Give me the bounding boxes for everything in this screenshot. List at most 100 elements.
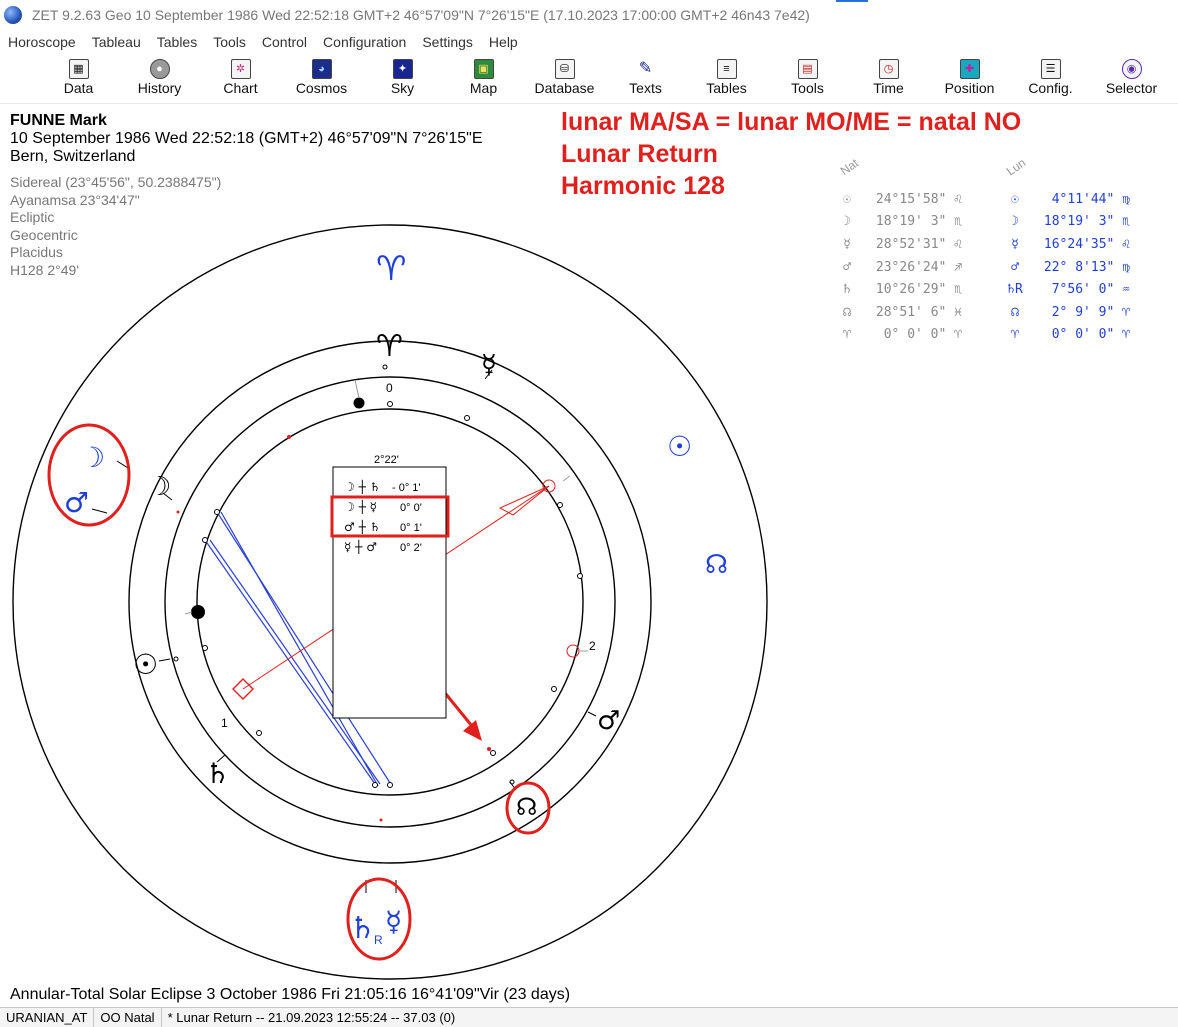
aspect-line-blue [204, 539, 376, 785]
highlight-ellipse-node [505, 781, 551, 835]
small-dot [387, 401, 393, 407]
tools-icon: ▤ [797, 59, 818, 79]
toolbar-label: Selector [1105, 80, 1158, 96]
status-chart-type[interactable]: OO Natal [94, 1008, 162, 1027]
position-row: ☉ 24°15'58" ♌ ☉ 4°11'44" ♍ [836, 188, 1136, 211]
eclipse-info: Annular-Total Solar Eclipse 3 October 19… [10, 986, 571, 1003]
nat-planet-glyph: ☉ [843, 191, 851, 207]
toolbar-selector-button[interactable]: ◉ Selector [1091, 54, 1172, 102]
menu-tables[interactable]: Tables [156, 33, 198, 50]
config-icon: ☰ [1040, 59, 1061, 79]
lun-position: 0° 0' 0" ♈ [1051, 327, 1130, 343]
horoscope-chart[interactable]: 0 1 2 ♈ ☽ ♂ ☉ ☊ ♄ R ☿ ♈ ☿ ☽ ☉ ♄ ♂ ☊ 2°22… [0, 104, 1178, 984]
inner-ring [164, 376, 616, 828]
tick [91, 508, 108, 514]
toolbar-chart-button[interactable]: ✲ Chart [200, 54, 281, 102]
nat-position: 28°51' 6" ♓ [875, 304, 962, 320]
nat-position: 28°52'31" ♌ [875, 236, 962, 252]
midpoint-row-glyphs: ♂ ┼ ♄ [344, 519, 380, 534]
toolbar-tools-button[interactable]: ▤ Tools [767, 54, 848, 102]
menu-horoscope[interactable]: Horoscope [8, 33, 76, 50]
midpoint-row-value: 0° 2' [400, 542, 422, 554]
toolbar-data-button[interactable]: ▦ Data [38, 54, 119, 102]
midpoint-highlight-box [330, 495, 450, 538]
lun-planet-glyph: ☉ [1011, 191, 1019, 207]
small-dot [372, 782, 378, 788]
midpoint-row-value: 0° 1' [400, 522, 422, 534]
outer-ring [12, 224, 768, 980]
menu-tableau[interactable]: Tableau [91, 33, 141, 50]
natal-saturn-glyph: ♄ [205, 757, 230, 790]
lun-planet-glyph: ☊ [1011, 304, 1019, 320]
menu-bar: Horoscope Tableau Tables Tools Control C… [0, 30, 1178, 53]
birth-place: Bern, Switzerland [10, 148, 136, 165]
toolbar-history-button[interactable]: ● History [119, 54, 200, 102]
lun-planet-glyph: ♈ [1011, 327, 1019, 343]
menu-control[interactable]: Control [261, 33, 308, 50]
toolbar-map-button[interactable]: ▣ Map [443, 54, 524, 102]
toolbar-time-button[interactable]: ◷ Time [848, 54, 929, 102]
axis-marker-red [542, 479, 556, 493]
toolbar-label: Tables [706, 80, 747, 96]
toolbar-texts-button[interactable]: ✎ Texts [605, 54, 686, 102]
menu-configuration[interactable]: Configuration [323, 33, 407, 50]
small-dot [256, 730, 262, 736]
lunar-mars-glyph: ♂ [64, 486, 89, 519]
menu-settings[interactable]: Settings [422, 33, 473, 50]
status-lunar-return[interactable]: * Lunar Return -- 21.09.2023 12:55:24 --… [167, 1010, 456, 1025]
natal-mercury-glyph: ☿ [481, 350, 497, 380]
toolbar-cosmos-button[interactable]: ◕ Cosmos [281, 54, 362, 102]
person-name: FUNNE Mark [10, 112, 107, 129]
small-dot [382, 364, 388, 370]
midpoint-row-glyphs: ☽ ┼ ☿ [344, 499, 377, 514]
database-icon: ⛁ [554, 59, 575, 79]
tick [116, 460, 129, 469]
midpoint-row-glyphs: ☿ ┼ ♂ [344, 539, 377, 554]
highlight-ellipse-left [47, 423, 131, 527]
toolbar-label: Map [469, 80, 498, 96]
toolbar-database-button[interactable]: ⛁ Database [524, 54, 605, 102]
selector-icon: ◉ [1121, 59, 1142, 79]
red-dot [379, 818, 383, 822]
small-dot [202, 537, 208, 543]
aspect-line-blue [209, 539, 381, 785]
chart-meta: Sidereal (23°45'56", 50.2388475") Ayanam… [10, 174, 221, 279]
midpoint-row-value: 0° 0' [400, 502, 422, 514]
tick [484, 369, 493, 380]
tick [562, 475, 571, 482]
toolbar-config-button[interactable]: ☰ Config. [1010, 54, 1091, 102]
midpoint-box-header: 2°22' [374, 454, 399, 466]
nat-position: 10°26'29" ♏ [875, 282, 962, 298]
midpoint-box [332, 466, 447, 719]
nat-position: 0° 0' 0" ♈ [883, 327, 962, 343]
aspect-line-blue [220, 511, 379, 787]
app-globe-icon [4, 6, 22, 24]
small-dot [557, 502, 563, 508]
lunar-moon-glyph: ☽ [80, 441, 105, 474]
menu-help[interactable]: Help [488, 33, 518, 50]
natal-node-glyph: ☊ [516, 793, 537, 821]
time-icon: ◷ [878, 59, 899, 79]
lunar-mercury-glyph: ☿ [385, 905, 402, 938]
red-dot [176, 510, 180, 514]
lunar-aries-glyph: ♈ [376, 249, 406, 289]
natal-moon-glyph: ☽ [148, 472, 171, 502]
lun-planet-glyph: ☿ [1011, 236, 1019, 252]
tick [587, 711, 597, 717]
lun-planet-glyph: ♂ [1011, 259, 1019, 275]
title-accent [836, 0, 868, 2]
title-bar: ZET 9.2.63 Geo 10 September 1986 Wed 22:… [0, 0, 1178, 30]
diamond-marker [232, 678, 254, 700]
toolbar-tables-button[interactable]: ≡ Tables [686, 54, 767, 102]
toolbar-label: Cosmos [295, 80, 348, 96]
aspect-line-blue [216, 511, 393, 787]
arrowhead-red [498, 485, 550, 516]
toolbar-position-button[interactable]: ✚ Position [929, 54, 1010, 102]
meta-ayanamsa: Ayanamsa 23°34'47" [10, 191, 140, 208]
status-profile[interactable]: URANIAN_AT [0, 1008, 95, 1027]
red-dot [487, 747, 491, 751]
toolbar-sky-button[interactable]: ✦ Sky [362, 54, 443, 102]
position-row: ☊ 28°51' 6" ♓ ☊ 2° 9' 9" ♈ [836, 301, 1136, 324]
tables-icon: ≡ [716, 59, 737, 79]
menu-tools[interactable]: Tools [213, 33, 246, 50]
